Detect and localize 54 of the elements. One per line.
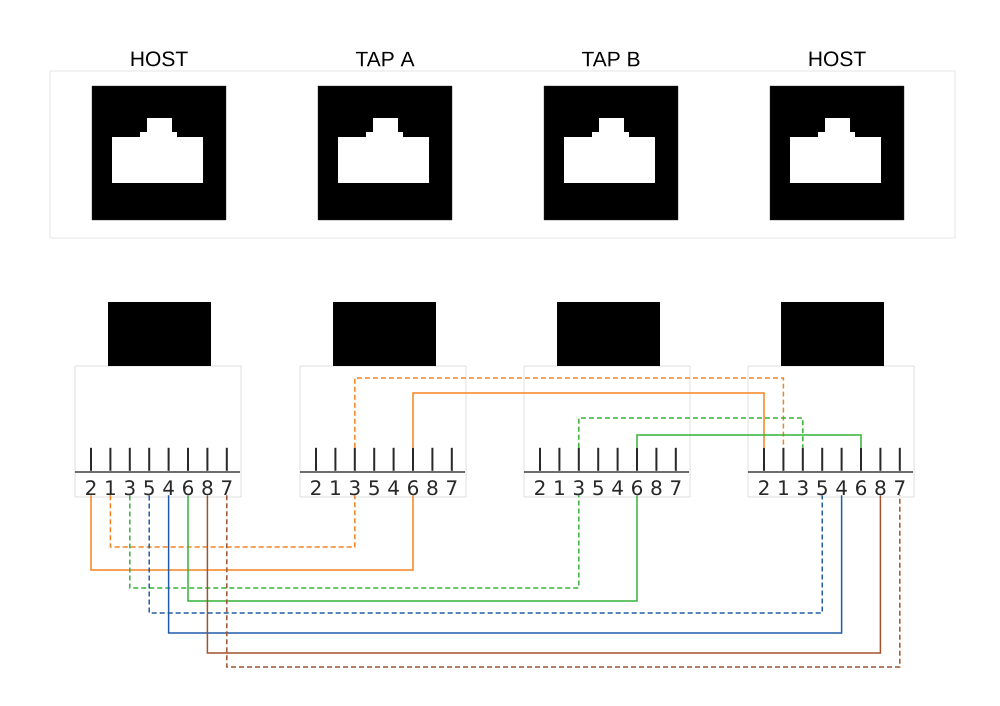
wire bbox=[636, 434, 862, 448]
pin: 3 bbox=[574, 448, 584, 496]
node-label: TAP A bbox=[356, 52, 415, 66]
pin: 4 bbox=[388, 448, 399, 495]
node-label: HOST bbox=[132, 51, 188, 66]
plug-connector bbox=[748, 302, 914, 498]
wire bbox=[412, 392, 765, 448]
jack-port: TAP B bbox=[544, 52, 678, 220]
pin: 3 bbox=[798, 448, 808, 496]
pin: 8 bbox=[427, 448, 438, 496]
pin: 2 bbox=[535, 448, 544, 495]
pin: 1 bbox=[779, 448, 788, 495]
pin: 7 bbox=[447, 448, 456, 495]
wire bbox=[110, 495, 356, 548]
wire bbox=[148, 496, 823, 614]
jack-port: HOST bbox=[770, 51, 904, 220]
jack-port: HOST bbox=[92, 51, 226, 220]
pin: 1 bbox=[555, 448, 564, 495]
pin: 5 bbox=[144, 448, 154, 496]
pin: 4 bbox=[612, 448, 623, 495]
pin: 8 bbox=[651, 448, 662, 496]
pin: 8 bbox=[875, 448, 886, 496]
wire bbox=[129, 496, 580, 589]
pin: 6 bbox=[183, 448, 194, 496]
node-label: TAP B bbox=[582, 52, 640, 66]
pin: 5 bbox=[369, 448, 379, 496]
pin: 2 bbox=[86, 448, 96, 495]
pin: 5 bbox=[593, 448, 603, 496]
pin: 4 bbox=[163, 448, 174, 495]
pin: 2 bbox=[311, 448, 320, 495]
pin: 7 bbox=[222, 448, 232, 495]
pin: 7 bbox=[895, 448, 904, 495]
pin: 5 bbox=[817, 448, 827, 496]
pin: 6 bbox=[856, 448, 866, 496]
plug-connector bbox=[74, 302, 242, 498]
pin: 1 bbox=[106, 448, 115, 495]
pin: 6 bbox=[632, 448, 642, 496]
node-label: HOST bbox=[810, 51, 866, 66]
wire bbox=[90, 495, 414, 571]
wire bbox=[354, 377, 784, 448]
pin: 1 bbox=[331, 448, 340, 495]
pin: 6 bbox=[408, 448, 418, 496]
pin: 2 bbox=[759, 448, 768, 495]
plug-connector bbox=[524, 302, 690, 498]
jack-port: TAP A bbox=[318, 52, 452, 220]
pin: 7 bbox=[671, 448, 680, 495]
wire bbox=[578, 417, 804, 448]
pin: 8 bbox=[202, 448, 212, 496]
plug-connector bbox=[300, 302, 466, 498]
pin: 3 bbox=[124, 448, 135, 496]
wire bbox=[168, 495, 842, 634]
pin: 3 bbox=[350, 448, 360, 496]
wire bbox=[187, 496, 638, 602]
pin: 4 bbox=[836, 448, 847, 495]
